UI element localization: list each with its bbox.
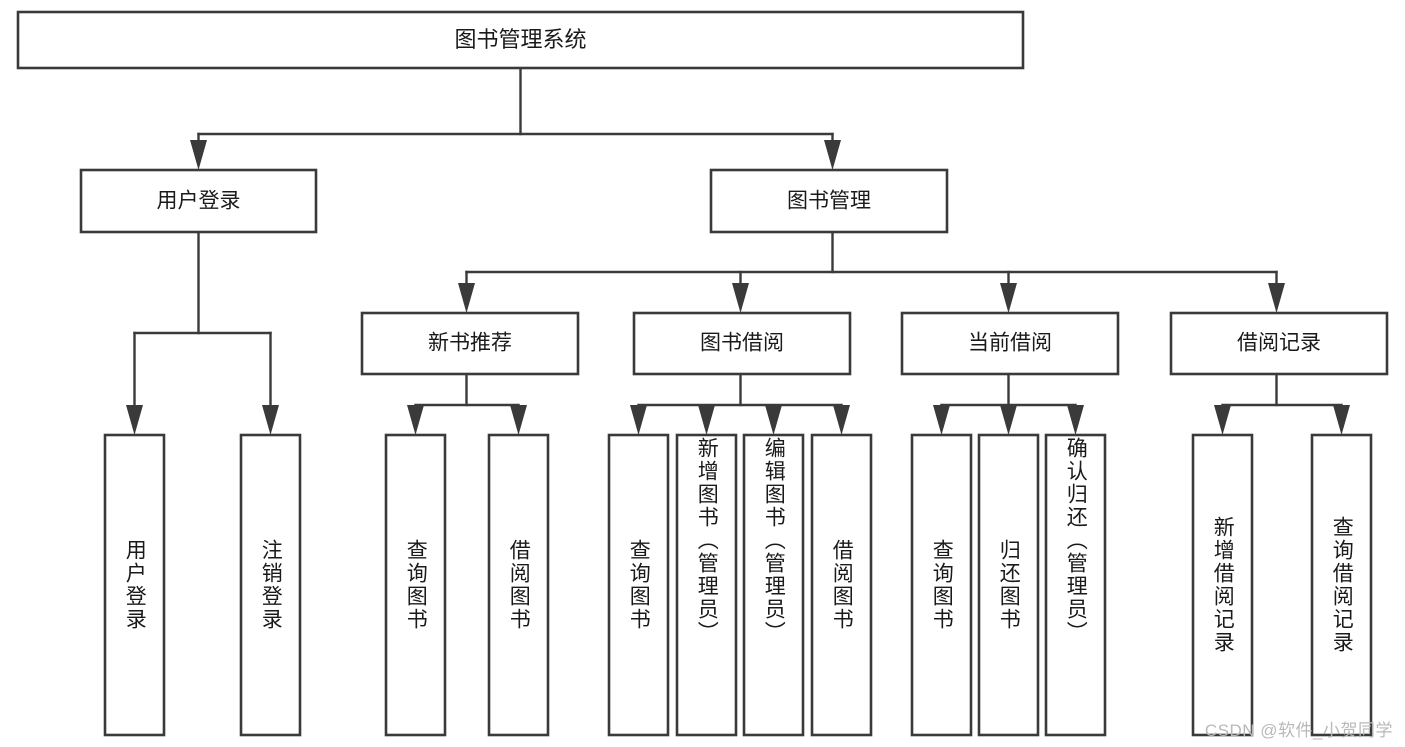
leaf-box-user-login-2[interactable]	[239, 433, 302, 737]
arrow-head-user-login-leaf-2	[262, 405, 279, 435]
leaf-box-br-2[interactable]	[1310, 433, 1373, 737]
watermark: CSDN @软件_小贺同学	[1204, 721, 1393, 740]
node-borrow-record-label: 借阅记录	[1237, 332, 1321, 355]
node-user-login-box[interactable]	[79, 168, 318, 234]
arrow-head-book-borrow	[732, 283, 749, 313]
node-current-borrow-box[interactable]	[900, 311, 1120, 376]
leaf-box-cb-3[interactable]	[1044, 433, 1107, 737]
node-current-borrow-label: 当前借阅	[968, 332, 1052, 355]
arrow-head-cb-leaf-1	[933, 405, 950, 435]
leaf-box-bb-4[interactable]	[810, 433, 873, 737]
arrow-head-bb-leaf-3	[765, 405, 782, 435]
leaf-group-user-login	[103, 433, 302, 737]
leaf-box-bb-3[interactable]	[742, 433, 805, 737]
connector-group-root	[190, 66, 841, 170]
node-new-book-recommend[interactable]: 新书推荐	[360, 311, 580, 376]
leaf-group-new-book-recommend	[384, 433, 550, 737]
arrow-head-br-leaf-2	[1333, 405, 1350, 435]
node-new-book-recommend-box[interactable]	[360, 311, 580, 376]
arrow-head-current-borrow	[1000, 283, 1017, 313]
node-borrow-record-box[interactable]	[1169, 311, 1389, 376]
node-user-login[interactable]: 用户登录	[79, 168, 318, 234]
leaf-box-user-login-1[interactable]	[103, 433, 166, 737]
arrow-head-new-book-recommend	[458, 283, 475, 313]
node-book-manage-box[interactable]	[709, 168, 949, 234]
node-root-label: 图书管理系统	[454, 27, 586, 52]
arrow-head-user-login	[190, 140, 207, 170]
leaf-box-nbr-2[interactable]	[487, 433, 550, 737]
node-book-manage[interactable]: 图书管理	[709, 168, 949, 234]
node-book-manage-label: 图书管理	[787, 190, 871, 213]
arrow-head-borrow-record	[1268, 283, 1285, 313]
arrow-head-user-login-leaf-1	[126, 405, 143, 435]
leaf-box-bb-2[interactable]	[675, 433, 738, 737]
arrow-head-bb-leaf-2	[698, 405, 715, 435]
leaf-box-cb-1[interactable]	[910, 433, 973, 737]
arrow-head-cb-leaf-3	[1067, 405, 1084, 435]
node-book-borrow[interactable]: 图书借阅	[632, 311, 852, 376]
connector-group-current-borrow	[933, 372, 1084, 435]
arrow-head-bb-leaf-1	[630, 405, 647, 435]
arrow-head-nbr-leaf-2	[510, 405, 527, 435]
node-user-login-label: 用户登录	[157, 190, 241, 213]
leaf-box-nbr-1[interactable]	[384, 433, 447, 737]
node-new-book-recommend-label: 新书推荐	[428, 332, 512, 355]
arrow-head-br-leaf-1	[1214, 405, 1231, 435]
node-book-borrow-label: 图书借阅	[700, 332, 784, 355]
leaf-box-br-1[interactable]	[1191, 433, 1254, 737]
connector-group-new-book-recommend	[407, 372, 527, 435]
arrow-head-book-manage	[824, 140, 841, 170]
arrow-head-nbr-leaf-1	[407, 405, 424, 435]
leaf-group-book-borrow	[607, 433, 873, 737]
node-borrow-record[interactable]: 借阅记录	[1169, 311, 1389, 376]
arrow-head-bb-leaf-4	[833, 405, 850, 435]
arrow-head-cb-leaf-2	[1000, 405, 1017, 435]
leaf-group-current-borrow	[910, 433, 1107, 737]
leaf-box-bb-1[interactable]	[607, 433, 670, 737]
connector-group-book-borrow	[630, 372, 850, 435]
leaf-group-borrow-record	[1191, 433, 1373, 737]
node-root[interactable]: 图书管理系统	[16, 10, 1025, 70]
connector-group-borrow-record	[1214, 372, 1350, 435]
node-book-borrow-box[interactable]	[632, 311, 852, 376]
connector-group-book-manage	[458, 230, 1285, 313]
node-current-borrow[interactable]: 当前借阅	[900, 311, 1120, 376]
node-root-box[interactable]	[16, 10, 1025, 70]
connector-group-user-login	[126, 230, 279, 435]
leaf-box-cb-2[interactable]	[977, 433, 1040, 737]
